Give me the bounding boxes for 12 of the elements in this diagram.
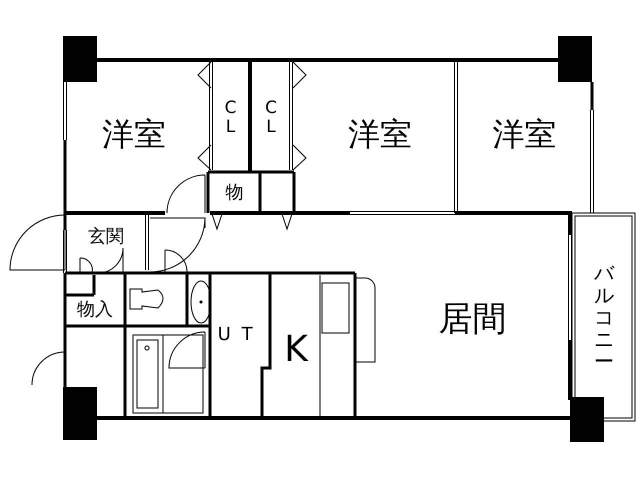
room-label: バルコニー [594,262,614,372]
room-label: UT [218,325,264,345]
room-label: 洋室 [492,117,556,153]
room-label: 玄関 [88,227,124,247]
room-label: CL [224,98,238,136]
room-label: 物入 [77,300,113,320]
room-label: K [284,330,308,370]
room-label: 居間 [438,301,506,339]
room-label: 洋室 [348,117,412,153]
room-label: 洋室 [102,117,166,153]
room-label: CL [264,98,278,136]
room-label: 物 [226,183,244,203]
